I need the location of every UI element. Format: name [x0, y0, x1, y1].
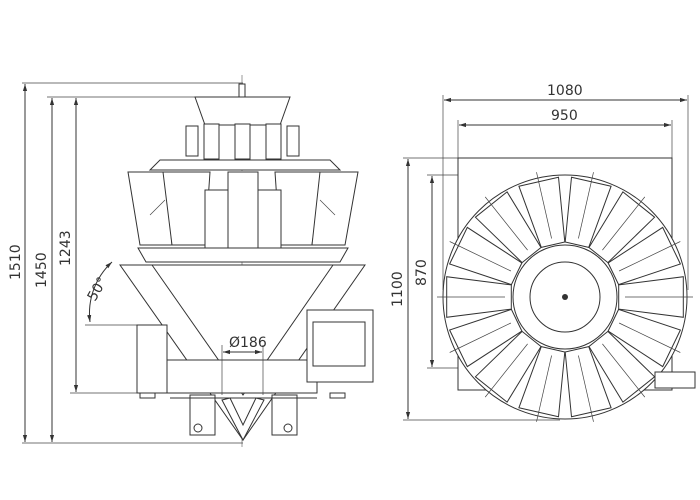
dimension-870: 870	[414, 176, 435, 367]
dimension-angle-label: 50°	[85, 274, 111, 304]
bucket-axis	[618, 241, 681, 272]
weigh-bucket	[564, 176, 612, 248]
dimension-1450-label: 1450	[34, 252, 50, 288]
dimension-1080: 1080	[444, 83, 687, 103]
weigh-bucket	[588, 191, 656, 264]
weigh-bucket	[564, 346, 612, 418]
dimension-1100: 1100	[390, 159, 411, 419]
bucket-axis	[484, 343, 528, 398]
dimension-1080-label: 1080	[547, 83, 583, 99]
dimension-1510: 1510	[8, 84, 28, 442]
bucket-axis	[449, 241, 512, 272]
bucket-axis	[602, 196, 646, 251]
dimension-1450: 1450	[34, 98, 55, 442]
weigh-bucket	[518, 176, 566, 248]
dimension-diameter-186: Ø186	[221, 335, 267, 395]
weigh-bucket	[448, 308, 523, 368]
dimension-1100-label: 1100	[390, 271, 406, 307]
infeed-hopper	[194, 96, 291, 126]
weigh-bucket	[474, 191, 542, 264]
bucket-axis	[578, 355, 594, 422]
bucket-axis	[578, 172, 594, 239]
dimension-1510-label: 1510	[8, 244, 24, 280]
bucket-axis	[484, 196, 528, 251]
dimension-950-label: 950	[551, 108, 578, 124]
dimension-870-label: 870	[414, 259, 430, 286]
top-view: 1080 950 1100 870	[390, 83, 696, 422]
weigh-bucket	[474, 330, 542, 403]
dimension-1243: 1243	[58, 98, 79, 392]
dimension-diameter-label: Ø186	[229, 335, 267, 351]
weigh-bucket	[607, 308, 682, 368]
dimension-angle-50: 50°	[85, 261, 113, 323]
weigh-bucket	[518, 346, 566, 418]
dimension-950: 950	[459, 108, 671, 128]
weigh-bucket	[588, 330, 656, 403]
bucket-axis	[536, 355, 552, 422]
dimension-1243-label: 1243	[58, 230, 74, 266]
bucket-axis	[618, 322, 681, 353]
touch-screen	[312, 321, 366, 367]
bucket-axis	[536, 172, 552, 239]
bucket-axis	[602, 343, 646, 398]
weigh-bucket	[448, 226, 523, 286]
bucket-axis	[449, 322, 512, 353]
weigh-bucket	[607, 226, 682, 286]
front-view: 1510 1450 1243 50°	[8, 75, 374, 448]
